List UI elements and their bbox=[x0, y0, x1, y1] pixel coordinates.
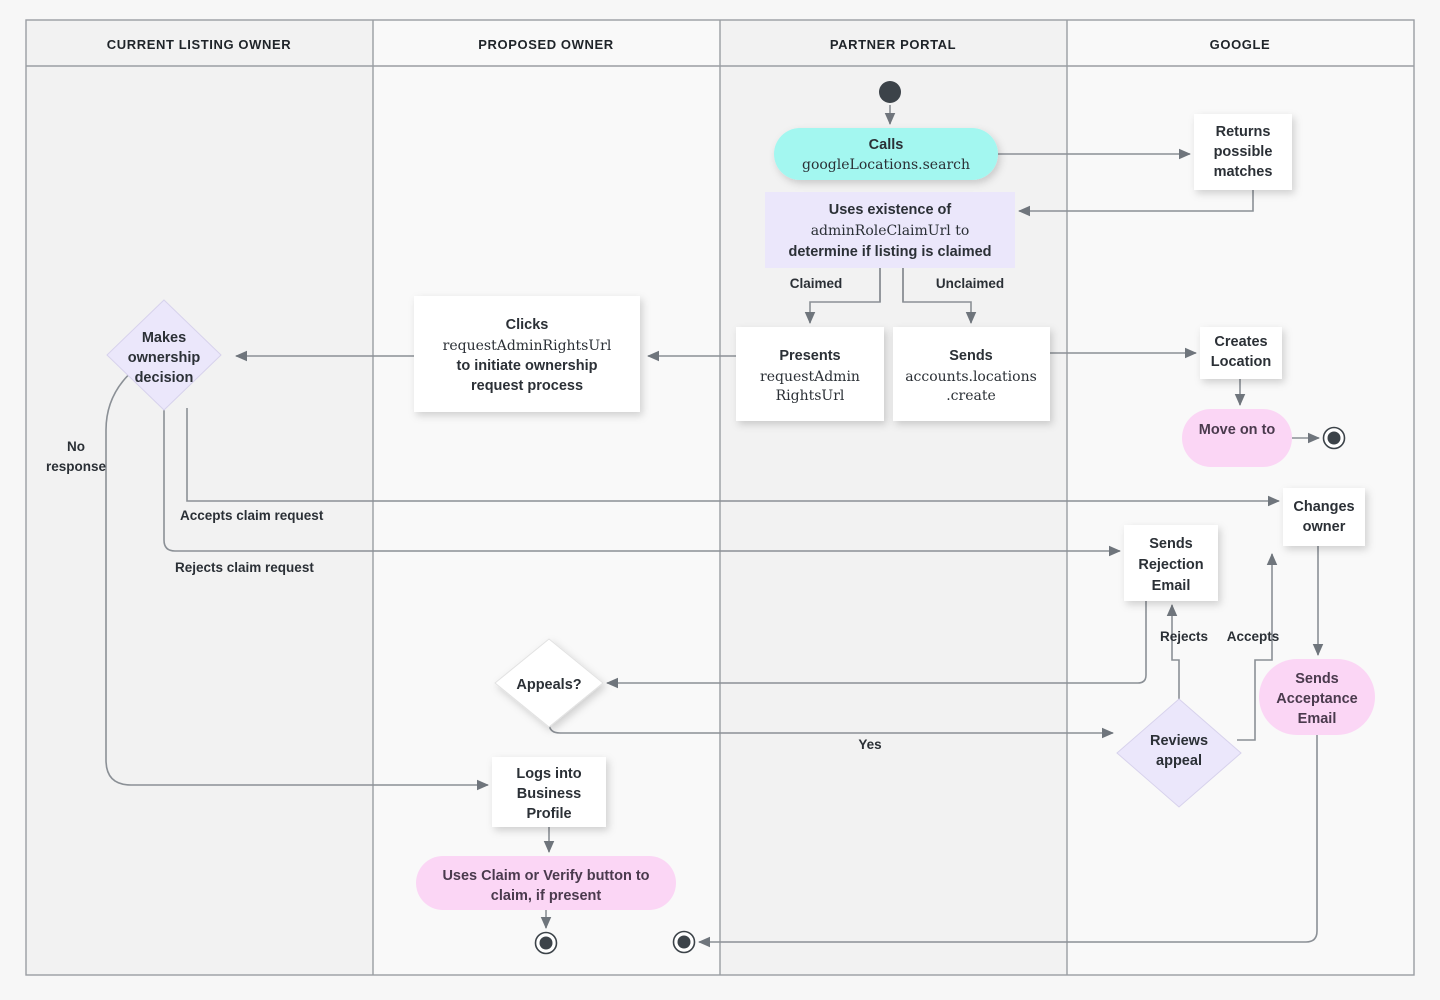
node-uses-claim-line-2: claim, if present bbox=[491, 888, 602, 904]
node-creates-location-line-1: Creates bbox=[1214, 334, 1267, 350]
lane-title-partner-portal: PARTNER PORTAL bbox=[830, 37, 956, 52]
edge-label-accepts-claim: Accepts claim request bbox=[180, 508, 324, 523]
node-uses-claim-or-verify-button[interactable]: Uses Claim or Verify button to claim, if… bbox=[416, 856, 676, 910]
edge-label-rejects-claim: Rejects claim request bbox=[175, 560, 314, 575]
node-clicks-line-4: request process bbox=[471, 378, 583, 394]
lane-header-current-listing-owner bbox=[26, 20, 373, 66]
node-end-terminal-google bbox=[1322, 426, 1346, 450]
node-move-on-to[interactable]: Move on to bbox=[1182, 409, 1292, 467]
node-sends-rejection-email[interactable]: Sends Rejection Email bbox=[1124, 525, 1218, 601]
node-uses-claim-line-1: Uses Claim or Verify button to bbox=[442, 868, 649, 884]
node-reviews-appeal[interactable]: Reviews appeal bbox=[1116, 698, 1242, 808]
edge-label-no-response-1: No bbox=[67, 439, 85, 454]
node-uses-existence-line-3: determine if listing is claimed bbox=[788, 244, 991, 260]
node-presents-line-2: requestAdmin bbox=[760, 369, 860, 385]
edge-decision-accepts-to-changes-owner bbox=[186, 408, 1280, 507]
edge-decision-no-response-to-logs-in bbox=[105, 363, 489, 791]
node-reviews-appeal-line-2: appeal bbox=[1156, 753, 1202, 769]
lane-title-google: GOOGLE bbox=[1210, 37, 1271, 52]
node-calls-line-1: Calls bbox=[869, 137, 904, 153]
node-returns-line-2: possible bbox=[1214, 144, 1273, 160]
node-makes-decision-line-1: Makes bbox=[142, 330, 186, 346]
lane-header-partner-portal bbox=[720, 20, 1067, 66]
node-logs-in-line-1: Logs into bbox=[516, 766, 581, 782]
node-sends-rejection-line-3: Email bbox=[1152, 578, 1191, 594]
node-end-terminal-proposed-owner-a bbox=[534, 931, 558, 955]
node-start-terminal bbox=[879, 81, 901, 103]
node-makes-decision-line-3: decision bbox=[135, 370, 194, 386]
node-returns-line-3: matches bbox=[1214, 164, 1273, 180]
node-clicks-line-3: to initiate ownership bbox=[457, 358, 598, 374]
node-clicks-line-2: requestAdminRightsUrl bbox=[443, 338, 612, 354]
edge-label-rejects: Rejects bbox=[1160, 629, 1208, 644]
edge-decision-rejects-to-sends-rejection bbox=[163, 410, 1121, 557]
node-uses-existence-line-1: Uses existence of bbox=[829, 202, 952, 218]
node-sends-accounts-locations-create[interactable]: Sends accounts.locations .create bbox=[893, 327, 1050, 421]
node-creates-location-line-2: Location bbox=[1211, 354, 1271, 370]
node-appeals-label: Appeals? bbox=[516, 677, 581, 693]
lane-body-proposed-owner bbox=[373, 66, 720, 975]
node-clicks-line-1: Clicks bbox=[506, 317, 549, 333]
lane-header-google bbox=[1067, 20, 1414, 66]
node-presents-request-admin-rights-url[interactable]: Presents requestAdmin RightsUrl bbox=[736, 327, 884, 421]
node-clicks-request-admin-rights-url[interactable]: Clicks requestAdminRightsUrl to initiate… bbox=[414, 296, 640, 412]
node-makes-decision-line-2: ownership bbox=[128, 350, 201, 366]
lane-title-proposed-owner: PROPOSED OWNER bbox=[478, 37, 614, 52]
node-appeals-question[interactable]: Appeals? bbox=[494, 638, 604, 728]
node-logs-in-line-3: Profile bbox=[526, 806, 571, 822]
node-sends-acceptance-line-2: Acceptance bbox=[1276, 691, 1357, 707]
edge-label-unclaimed: Unclaimed bbox=[936, 276, 1004, 291]
node-presents-line-3: RightsUrl bbox=[776, 388, 845, 404]
edge-label-accepts: Accepts bbox=[1227, 629, 1280, 644]
edge-reviews-rejects-to-rejection-email bbox=[1166, 604, 1180, 700]
node-changes-owner-line-2: owner bbox=[1303, 519, 1346, 535]
edge-label-yes: Yes bbox=[858, 737, 881, 752]
node-calls-line-2: googleLocations.search bbox=[802, 157, 970, 173]
lane-header-proposed-owner bbox=[373, 20, 720, 66]
node-returns-line-1: Returns bbox=[1216, 124, 1271, 140]
edge-returns-to-uses bbox=[1018, 190, 1254, 217]
node-presents-line-1: Presents bbox=[779, 348, 840, 364]
node-sends-acceptance-line-1: Sends bbox=[1295, 671, 1339, 687]
node-changes-owner[interactable]: Changes owner bbox=[1283, 488, 1365, 546]
node-sends-acceptance-email[interactable]: Sends Acceptance Email bbox=[1259, 659, 1375, 735]
lane-body-current-listing-owner bbox=[26, 66, 373, 975]
edge-label-claimed: Claimed bbox=[790, 276, 843, 291]
node-sends-create-line-3: .create bbox=[946, 388, 996, 404]
flow-edges bbox=[105, 105, 1324, 948]
node-uses-existence-of-admin-role-claim-url[interactable]: Uses existence of adminRoleClaimUrl to d… bbox=[765, 192, 1015, 268]
node-logs-into-business-profile[interactable]: Logs into Business Profile bbox=[492, 757, 606, 827]
node-sends-create-line-2: accounts.locations bbox=[905, 369, 1037, 385]
node-calls-google-locations-search[interactable]: Calls googleLocations.search bbox=[774, 128, 998, 180]
node-sends-acceptance-line-3: Email bbox=[1298, 711, 1337, 727]
node-uses-existence-line-2: adminRoleClaimUrl to bbox=[811, 223, 970, 239]
swimlane-grid: CURRENT LISTING OWNER PROPOSED OWNER PAR… bbox=[25, 19, 1415, 976]
node-sends-rejection-line-1: Sends bbox=[1149, 536, 1193, 552]
node-changes-owner-line-1: Changes bbox=[1293, 499, 1354, 515]
node-creates-location[interactable]: Creates Location bbox=[1200, 327, 1282, 379]
edge-rejection-to-appeals bbox=[606, 601, 1147, 689]
node-end-terminal-proposed-owner-b bbox=[672, 930, 696, 954]
node-sends-rejection-line-2: Rejection bbox=[1138, 557, 1203, 573]
node-returns-possible-matches[interactable]: Returns possible matches bbox=[1194, 114, 1292, 190]
edge-reviews-accepts-to-changes-owner bbox=[1237, 553, 1278, 741]
lane-title-current-listing-owner: CURRENT LISTING OWNER bbox=[107, 37, 291, 52]
node-makes-ownership-decision[interactable]: Makes ownership decision bbox=[106, 299, 222, 411]
edge-acceptance-email-to-end bbox=[698, 735, 1318, 948]
node-reviews-appeal-line-1: Reviews bbox=[1150, 733, 1208, 749]
node-logs-in-line-2: Business bbox=[517, 786, 581, 802]
edge-label-no-response-2: response bbox=[46, 459, 107, 474]
edge-labels: Claimed Unclaimed No response Accepts cl… bbox=[46, 276, 1279, 752]
node-move-on-to-label: Move on to bbox=[1199, 422, 1276, 438]
node-sends-create-line-1: Sends bbox=[949, 348, 993, 364]
